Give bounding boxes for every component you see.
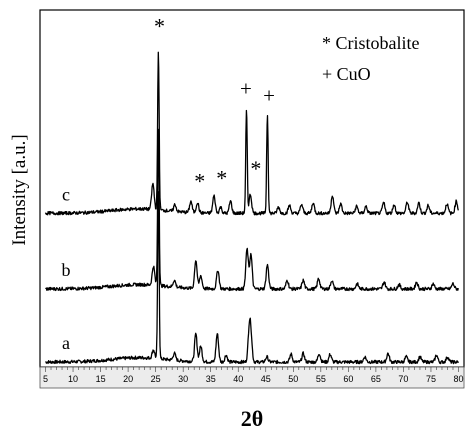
x-tick-label: 10 (68, 374, 78, 384)
x-tick-label: 65 (371, 374, 381, 384)
series-line-a (45, 191, 459, 365)
series-line-b (45, 128, 459, 292)
series-lines (44, 51, 459, 365)
peak-markers: * * * * + + (154, 13, 275, 193)
x-tick-label: 20 (123, 374, 133, 384)
x-tick-label: 50 (288, 374, 298, 384)
x-tick-label: 55 (316, 374, 326, 384)
series-line-c (44, 51, 459, 216)
x-axis-label: 2θ (241, 406, 263, 431)
x-tick-label: 60 (343, 374, 353, 384)
x-tick-label: 80 (453, 374, 463, 384)
cristobalite-marker: * (216, 166, 227, 191)
x-tick-label: 40 (233, 374, 243, 384)
series-label-b: b (62, 260, 71, 280)
legend-cuo: + CuO (322, 64, 371, 84)
x-axis-band (39, 366, 465, 389)
x-tick-label: 35 (206, 374, 216, 384)
legend-cristobalite: * Cristobalite (322, 33, 420, 53)
series-label-c: c (62, 184, 70, 204)
x-tick-label: 25 (151, 374, 161, 384)
x-tick-label: 5 (43, 374, 48, 384)
x-tick-label: 30 (178, 374, 188, 384)
cristobalite-marker: * (250, 156, 261, 181)
x-tick-label: 15 (96, 374, 106, 384)
y-axis-label: Intensity [a.u.] (9, 134, 30, 245)
x-tick-label: 75 (426, 374, 436, 384)
x-tick-label: 45 (261, 374, 271, 384)
x-tick-label: 70 (398, 374, 408, 384)
plot-frame (39, 9, 465, 368)
x-axis-ticks: 5 10 15 20 25 30 35 40 45 50 55 60 65 70 75 80 (43, 367, 464, 384)
series-labels: a b c (62, 184, 71, 353)
cuo-marker: + (240, 76, 252, 100)
cristobalite-marker: * (154, 13, 165, 38)
series-label-a: a (62, 333, 70, 353)
cuo-marker: + (263, 83, 275, 107)
cristobalite-marker: * (194, 168, 205, 193)
